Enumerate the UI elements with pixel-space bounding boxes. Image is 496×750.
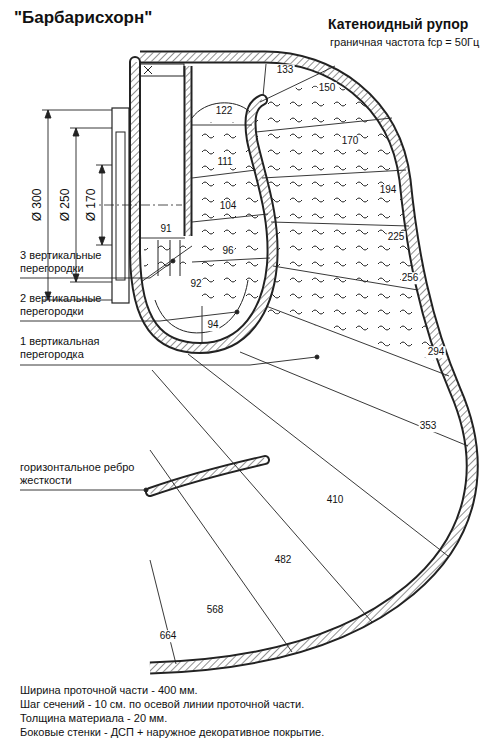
section-number: 410	[326, 494, 345, 506]
dimension: Ø 250	[59, 187, 73, 224]
section-number: 96	[221, 245, 234, 257]
part-label: 1 вертикальная перегородка	[20, 335, 132, 360]
section-number: 194	[379, 184, 398, 196]
section-number: 482	[274, 554, 293, 566]
section-number: 256	[401, 272, 420, 284]
title: "Барбарисхорн"	[14, 8, 152, 28]
part-label: горизонтальное ребро жесткости	[20, 461, 142, 486]
note-text: Боковые стенки - ДСП + наружное декорати…	[20, 726, 324, 739]
part-label: 2 вертикальные перегородки	[20, 292, 132, 317]
section-lines	[141, 64, 468, 664]
section-number: 94	[206, 319, 219, 331]
note-text: Шаг сечений - 10 см. по осевой линии про…	[20, 698, 304, 711]
cutoff-note: граничная частота fср = 50Гц	[330, 36, 479, 49]
driver-and-partitions	[86, 64, 184, 303]
subtitle: Катеноидный рупор	[328, 16, 468, 32]
note-text: Ширина проточной части - 400 мм.	[20, 684, 198, 697]
section-number: 150	[318, 82, 337, 94]
section-number: 568	[206, 604, 225, 616]
section-number: 225	[387, 231, 406, 243]
section-number: 104	[219, 200, 238, 212]
part-label: 3 вертикальные перегородки	[20, 249, 132, 274]
section-number: 92	[189, 278, 202, 290]
section-number: 91	[159, 223, 172, 235]
horn-walls	[135, 57, 472, 668]
note-text: Толщина материала - 20 мм.	[20, 712, 167, 725]
dimension: Ø 300	[31, 187, 45, 224]
dimension: Ø 170	[85, 187, 99, 224]
section-number: 294	[427, 346, 446, 358]
section-number: 353	[419, 420, 438, 432]
section-number: 170	[341, 135, 360, 147]
section-number: 111	[216, 156, 233, 168]
section-number: 122	[215, 105, 234, 117]
section-number: 664	[159, 630, 178, 642]
section-number: 133	[276, 64, 295, 76]
leader-lines	[20, 259, 319, 492]
